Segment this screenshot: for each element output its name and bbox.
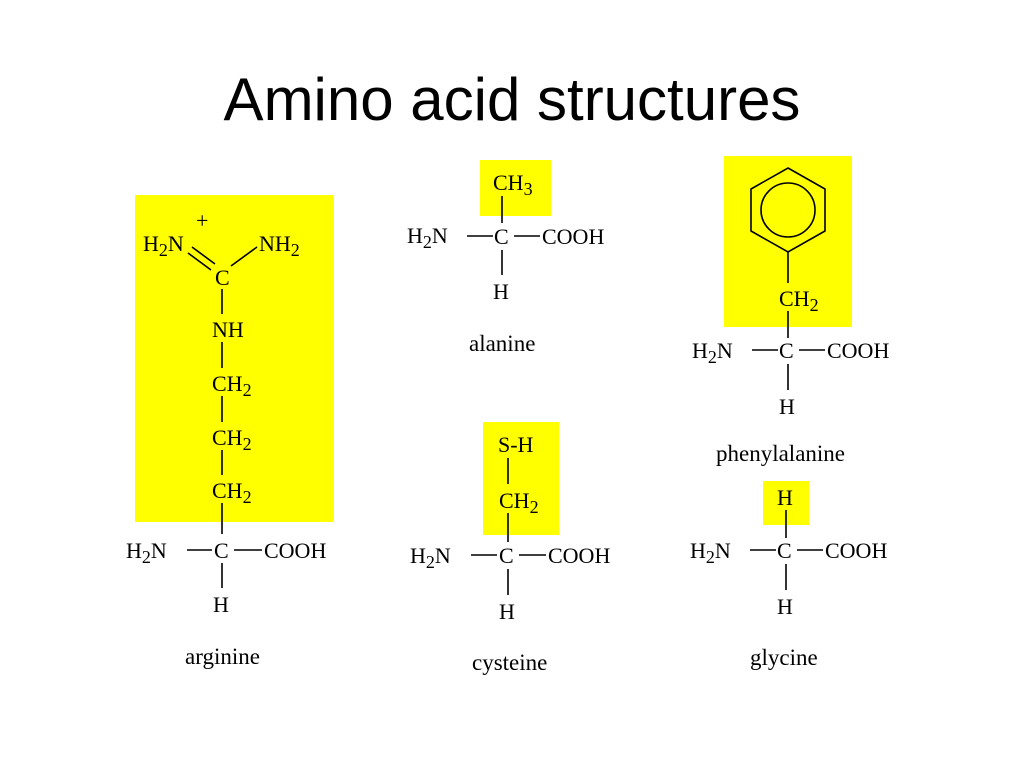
phenylalanine-amine: H2N	[692, 338, 733, 367]
phenylalanine-alpha-carbon: C	[779, 338, 794, 363]
glycine-structure: H H2N C COOH H glycine	[690, 481, 887, 670]
glycine-side-h: H	[777, 485, 793, 510]
arginine-structure: H2N + NH2 C NH CH2 CH2 CH2 H2N C COOH H …	[126, 195, 334, 669]
alanine-hydrogen: H	[493, 279, 509, 304]
arginine-ch2-a: CH2	[212, 371, 252, 400]
cysteine-structure: S-H CH2 H2N C COOH H cysteine	[410, 422, 610, 675]
cysteine-label: cysteine	[472, 650, 547, 675]
phenylalanine-carboxyl: COOH	[827, 338, 889, 363]
phenylalanine-structure: CH2 H2N C COOH H phenylalanine	[692, 156, 889, 466]
arginine-bond-nh2	[230, 246, 258, 267]
alanine-label: alanine	[469, 331, 535, 356]
alanine-ch3: CH3	[493, 170, 533, 199]
arginine-nh: NH	[212, 317, 244, 342]
cysteine-side-chain-highlight	[483, 422, 559, 535]
alanine-alpha-carbon: C	[494, 224, 509, 249]
phenylalanine-hydrogen: H	[779, 394, 795, 419]
glycine-amine: H2N	[690, 538, 731, 567]
alanine-structure: CH3 H2N C COOH H alanine	[407, 160, 604, 356]
cysteine-sh: S-H	[498, 432, 534, 457]
arginine-double-bond-b	[191, 246, 216, 265]
cysteine-hydrogen: H	[499, 599, 515, 624]
cysteine-amine: H2N	[410, 543, 451, 572]
arginine-ch2-c: CH2	[212, 478, 252, 507]
glycine-carboxyl: COOH	[825, 538, 887, 563]
cysteine-ch2: CH2	[499, 488, 539, 517]
arginine-alpha-carbon: C	[214, 538, 229, 563]
arginine-double-bond-a	[187, 252, 212, 271]
slide-title: Amino acid structures	[223, 66, 801, 133]
arginine-guanidino-carbon: C	[215, 265, 230, 290]
arginine-ch2-b: CH2	[212, 425, 252, 454]
alanine-carboxyl: COOH	[542, 224, 604, 249]
arginine-nh2-right: NH2	[259, 231, 300, 260]
alanine-amine: H2N	[407, 223, 448, 252]
glycine-hydrogen: H	[777, 594, 793, 619]
arginine-side-chain-highlight	[135, 195, 334, 522]
arginine-charge: +	[196, 208, 208, 233]
phenylalanine-label: phenylalanine	[716, 441, 845, 466]
cysteine-carboxyl: COOH	[548, 543, 610, 568]
phenylalanine-ch2: CH2	[779, 286, 819, 315]
cysteine-alpha-carbon: C	[499, 543, 514, 568]
alanine-side-chain-highlight	[480, 160, 551, 216]
arginine-hydrogen: H	[213, 592, 229, 617]
glycine-label: glycine	[750, 645, 818, 670]
glycine-alpha-carbon: C	[777, 538, 792, 563]
arginine-amine: H2N	[126, 538, 167, 567]
phenylalanine-side-chain-highlight	[724, 156, 852, 327]
arginine-carboxyl: COOH	[264, 538, 326, 563]
arginine-label: arginine	[185, 644, 260, 669]
arginine-h2n-left: H2N	[143, 231, 184, 260]
